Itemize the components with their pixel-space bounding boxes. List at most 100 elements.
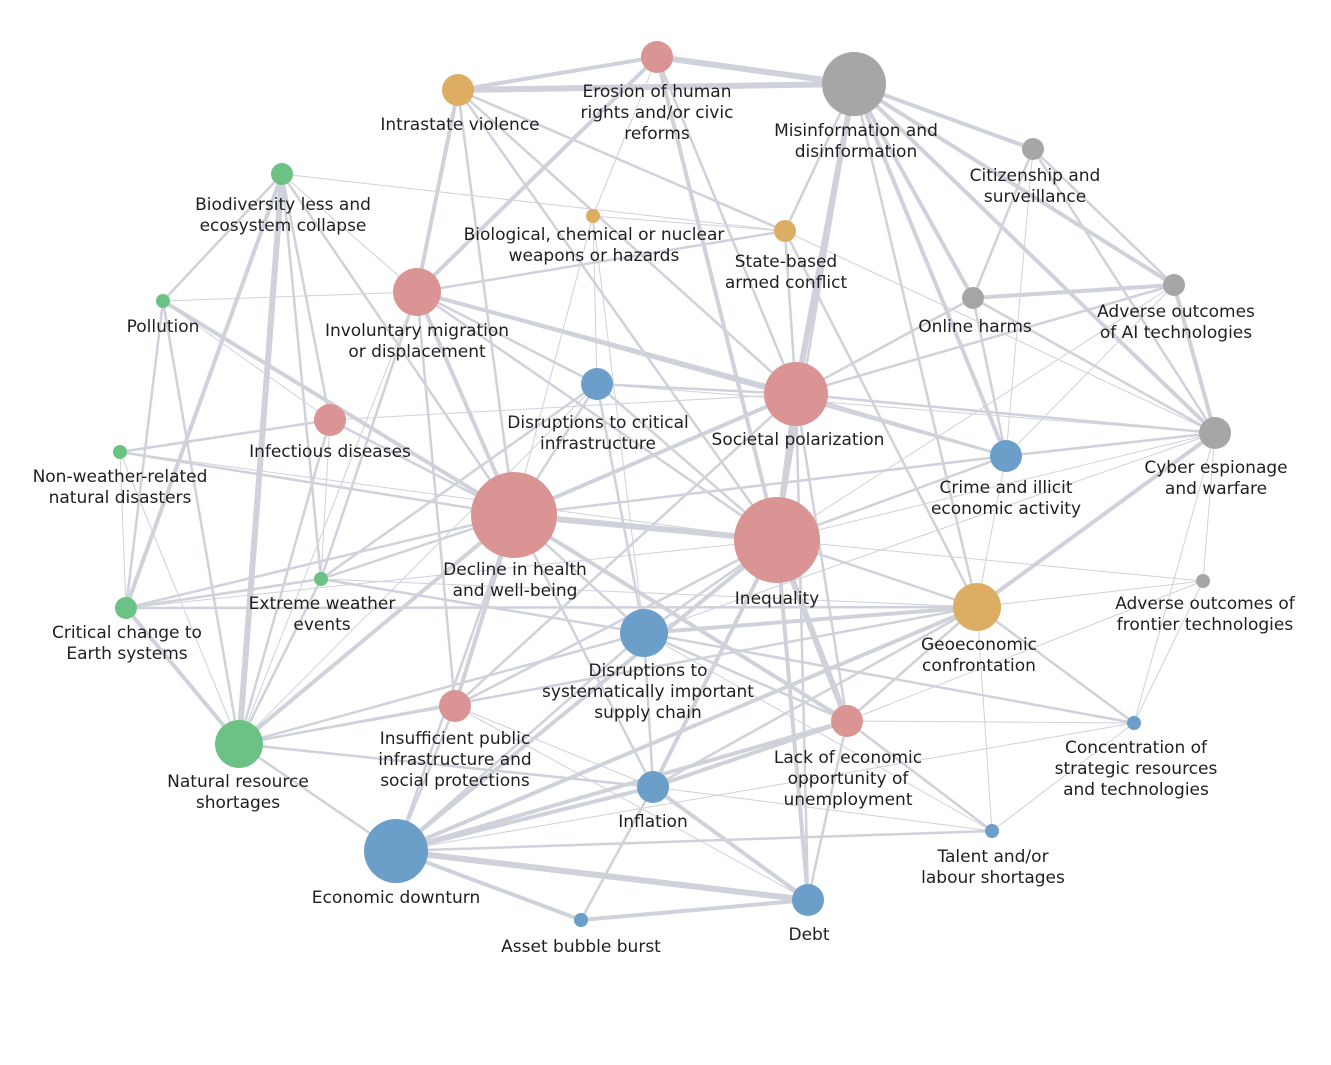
label-line: Critical change to [52, 623, 202, 643]
node-intrastate[interactable] [442, 74, 474, 106]
node-extreme-weather[interactable] [314, 572, 328, 586]
edge-infrastructure-polarization [595, 382, 798, 396]
edge-erosion-migration [415, 55, 659, 294]
label-asset-bubble: Asset bubble burst [501, 937, 661, 957]
edge-geoeconomic-talent [976, 606, 993, 832]
edge-frontier-economic_opp [846, 580, 1204, 722]
node-citizenship[interactable] [1022, 138, 1044, 160]
label-line: reforms [624, 124, 690, 144]
node-non-weather[interactable] [113, 445, 127, 459]
label-line: surveillance [984, 187, 1086, 207]
edge-biodiversity-pollution [161, 172, 284, 303]
node-erosion[interactable] [641, 41, 673, 73]
label-line: Misinformation and [774, 121, 938, 141]
label-line: infrastructure and [378, 750, 531, 770]
label-line: economic activity [931, 499, 1081, 519]
node-migration[interactable] [393, 268, 441, 316]
edge-erosion-bio_weapons [592, 56, 658, 217]
label-line: labour shortages [921, 868, 1065, 888]
edge-intrastate-state_conflict [456, 88, 787, 233]
node-earth-systems[interactable] [115, 597, 137, 619]
edge-non_weather-natural_resource [119, 451, 240, 745]
node-debt[interactable] [792, 884, 824, 916]
label-pollution: Pollution [127, 317, 200, 337]
edge-non_weather-inequality [119, 451, 778, 541]
edge-supply_chain-inflation [642, 631, 655, 789]
edge-biodiversity-natural_resource [236, 171, 285, 747]
edge-inflation-debt [651, 785, 810, 902]
node-online-harms[interactable] [962, 287, 984, 309]
edge-biodiversity-state_conflict [281, 173, 786, 232]
node-public-infra[interactable] [439, 690, 471, 722]
label-line: confrontation [922, 656, 1036, 676]
node-bio-weapons[interactable] [586, 209, 600, 223]
node-talent[interactable] [985, 824, 999, 838]
edge-biodiversity-extreme_weather [280, 172, 323, 581]
label-line: Adverse outcomes [1097, 302, 1255, 322]
edge-misinfo-cyber [852, 82, 1217, 435]
node-downturn[interactable] [364, 819, 428, 883]
edge-ai_outcomes-cyber [1172, 283, 1217, 435]
label-line: Crime and illicit [939, 478, 1072, 498]
node-inflation[interactable] [637, 771, 669, 803]
edge-downturn-debt [393, 848, 811, 903]
edge-misinfo-erosion [654, 54, 857, 87]
label-downturn: Economic downturn [312, 888, 480, 908]
label-line: and warfare [1165, 479, 1267, 499]
label-line: social protections [380, 771, 530, 791]
node-infectious[interactable] [314, 404, 346, 436]
node-asset-bubble[interactable] [574, 913, 588, 927]
label-line: Asset bubble burst [501, 937, 661, 957]
node-pollution[interactable] [156, 294, 170, 308]
node-state-conflict[interactable] [774, 220, 796, 242]
node-infrastructure[interactable] [581, 368, 613, 400]
edge-intrastate-migration [415, 88, 460, 294]
label-line: shortages [196, 793, 280, 813]
edge-bio_weapons-state_conflict [592, 215, 786, 232]
edge-earth_systems-inequality [125, 539, 778, 609]
node-misinfo[interactable] [822, 52, 886, 116]
edge-bio_weapons-supply_chain [592, 215, 645, 634]
node-economic-opp[interactable] [831, 705, 863, 737]
node-health[interactable] [471, 472, 557, 558]
edge-cyber-supply_chain [643, 432, 1216, 634]
node-cyber[interactable] [1199, 417, 1231, 449]
label-line: Adverse outcomes of [1115, 594, 1296, 614]
edge-biodiversity-infectious [280, 172, 332, 422]
label-inflation: Inflation [618, 812, 687, 832]
label-line: Biological, chemical or nuclear [464, 225, 725, 245]
label-inequality: Inequality [735, 589, 819, 609]
edge-health-earth_systems [124, 513, 516, 610]
node-supply-chain[interactable] [620, 609, 668, 657]
edge-earth_systems-natural_resource [124, 606, 241, 746]
node-concentration[interactable] [1127, 716, 1141, 730]
node-polarization[interactable] [764, 362, 828, 426]
edge-citizenship-ai_outcomes [1031, 147, 1176, 287]
node-frontier[interactable] [1196, 574, 1210, 588]
edge-online_harms-cyber [971, 296, 1217, 435]
node-biodiversity[interactable] [271, 163, 293, 185]
node-ai-outcomes[interactable] [1163, 274, 1185, 296]
edge-economic_opp-talent [845, 719, 994, 833]
node-crime[interactable] [990, 440, 1022, 472]
edge-infrastructure-cyber [596, 383, 1216, 434]
edge-migration-extreme_weather [319, 290, 419, 581]
edge-frontier-concentration [1133, 580, 1204, 724]
edge-ai_outcomes-inequality [776, 284, 1175, 541]
label-line: opportunity of [788, 769, 910, 789]
node-inequality[interactable] [734, 497, 820, 583]
edge-non_weather-earth_systems [119, 451, 127, 609]
edge-polarization-crime [794, 392, 1008, 458]
edge-crime-geoeconomic [976, 455, 1007, 608]
node-natural-resource[interactable] [215, 720, 263, 768]
label-line: Inequality [735, 589, 819, 609]
edge-misinfo-crime [852, 82, 1008, 458]
node-geoeconomic[interactable] [953, 583, 1001, 631]
edge-biodiversity-migration [281, 173, 418, 293]
